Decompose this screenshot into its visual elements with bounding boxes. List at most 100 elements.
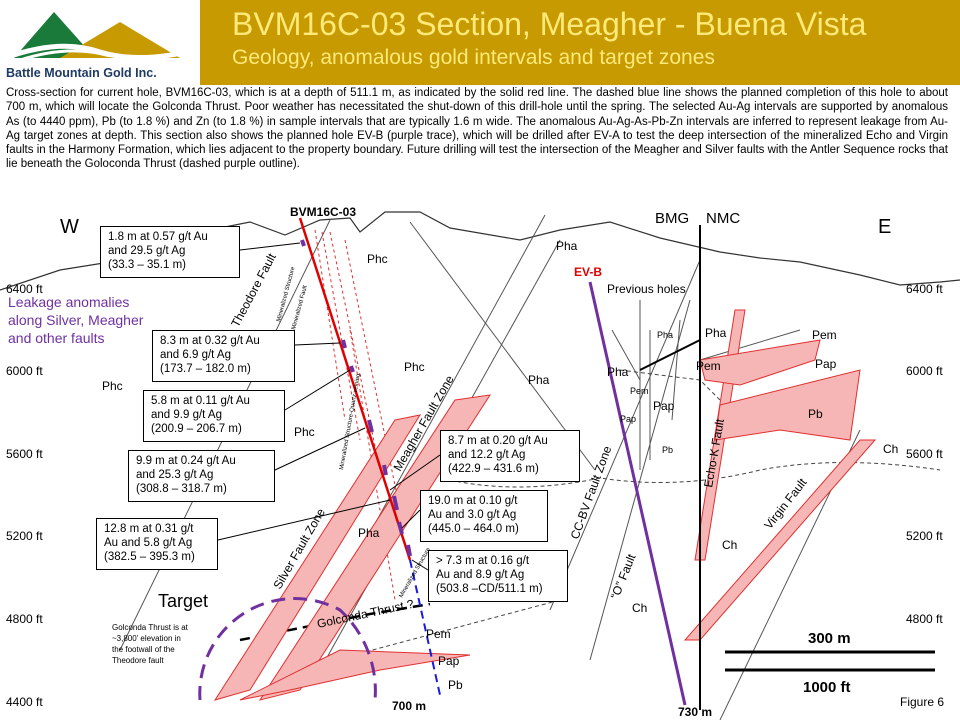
callout-7-line-3: (445.0 – 464.0 m) — [428, 523, 519, 535]
callout-interval-2: 8.3 m at 0.32 g/t Au and 6.9 g/t Ag (173… — [152, 330, 295, 382]
golconda-note-3: the footwall of the — [112, 645, 175, 654]
header: Battle Mountain Gold Inc. BVM16C-03 Sect… — [0, 0, 960, 85]
figure-label: Figure 6 — [900, 695, 944, 709]
unit-pem-small: Pem — [630, 386, 649, 396]
mineral-structure-2: Mineralized Fault — [291, 285, 309, 331]
unit-phc-inner: Phc — [404, 360, 425, 374]
unit-pb-low: Pb — [448, 678, 463, 692]
callout-3-line-1: 5.8 m at 0.11 g/t Au — [151, 395, 250, 407]
o-fault-label: “O” Fault — [608, 551, 639, 601]
unit-ch-low: Ch — [632, 601, 647, 615]
evb-hole-trace — [588, 281, 687, 706]
unit-ch-right: Ch — [883, 442, 898, 456]
elev-right-6400: 6400 ft — [906, 282, 943, 296]
callout-6-line-2: and 12.2 g/t Ag — [448, 449, 526, 461]
callout-interval-6: 8.7 m at 0.20 g/t Au and 12.2 g/t Ag (42… — [440, 430, 580, 482]
pap-zone — [699, 339, 821, 386]
silver-fault-zone — [213, 414, 422, 701]
elev-right-6000: 6000 ft — [906, 364, 943, 378]
evb-label: EV-B — [574, 265, 602, 279]
callout-4-line-1: 9.9 m at 0.24 g/t Au — [136, 455, 236, 467]
unit-pap-right: Pap — [815, 357, 837, 371]
scale-m-label: 300 m — [808, 630, 851, 647]
bvm16c-03-hole-trace — [298, 217, 412, 561]
mountain-logo-icon — [4, 12, 196, 62]
callout-8-line-2: Au and 8.9 g/t Ag — [436, 569, 525, 581]
callout-interval-4: 9.9 m at 0.24 g/t Au and 25.3 g/t Ag (30… — [128, 450, 275, 502]
logo: Battle Mountain Gold Inc. — [0, 0, 200, 85]
target-label: Target — [158, 591, 208, 611]
interval-markers — [300, 239, 412, 557]
unit-pha-low: Pha — [358, 526, 380, 540]
nmc-label: NMC — [706, 210, 740, 227]
unit-phc-top: Phc — [367, 252, 388, 266]
planned-completion-line — [409, 559, 441, 696]
elev-left-5200: 5200 ft — [6, 529, 43, 543]
contact-bold — [639, 339, 701, 371]
bmg-label: BMG — [655, 210, 689, 227]
callout-1-line-2: and 29.5 g/t Ag — [108, 245, 186, 257]
target-outline — [198, 597, 377, 701]
callout-4-line-3: (308.8 – 318.7 m) — [136, 483, 227, 495]
elev-left-4400: 4400 ft — [6, 695, 43, 709]
unit-pb-right: Pb — [808, 407, 823, 421]
hole-label: BVM16C-03 — [290, 205, 356, 219]
callout-3-line-3: (200.9 – 206.7 m) — [151, 423, 242, 435]
elev-right-4800: 4800 ft — [906, 612, 943, 626]
unit-phc-left: Phc — [102, 379, 123, 393]
leakage-line-3: and other faults — [8, 330, 105, 346]
meagher-fault-zone — [258, 394, 492, 701]
unit-pha-small: Pha — [657, 330, 673, 340]
leakage-line-1: Leakage anomalies — [8, 294, 129, 310]
pb-zone — [714, 369, 861, 441]
callout-4-line-2: and 25.3 g/t Ag — [136, 469, 214, 481]
elev-left-6400: 6400 ft — [6, 282, 43, 296]
company-name: Battle Mountain Gold Inc. — [6, 66, 157, 80]
depth-700-label: 700 m — [392, 699, 426, 713]
callout-2-line-1: 8.3 m at 0.32 g/t Au — [160, 335, 260, 347]
elev-left-6000: 6000 ft — [6, 364, 43, 378]
callout-interval-3: 5.8 m at 0.11 g/t Au and 9.9 g/t Ag (200… — [143, 390, 285, 442]
leakage-line-2: along Silver, Meagher — [8, 312, 144, 328]
unit-phc-mid: Phc — [294, 425, 315, 439]
page-subtitle: Geology, anomalous gold intervals and ta… — [232, 46, 715, 69]
callout-leaders — [217, 242, 441, 571]
unit-ch-mid: Ch — [722, 538, 737, 552]
scale-ft-label: 1000 ft — [803, 679, 851, 696]
elev-left-5600: 5600 ft — [6, 447, 43, 461]
golconda-note-4: Theodore fault — [112, 656, 164, 665]
unit-pb-small: Pb — [662, 445, 673, 455]
previous-holes-label: Previous holes — [607, 282, 686, 296]
callout-interval-7: 19.0 m at 0.10 g/t Au and 3.0 g/t Ag (44… — [420, 490, 548, 542]
callout-8-line-1: > 7.3 m at 0.16 g/t — [436, 555, 530, 567]
callout-1-line-1: 1.8 m at 0.57 g/t Au — [108, 231, 208, 243]
unit-pap-mid: Pap — [653, 399, 675, 413]
callout-7-line-1: 19.0 m at 0.10 g/t — [428, 495, 518, 507]
title-band: BVM16C-03 Section, Meagher - Buena Vista… — [200, 0, 960, 85]
page-title: BVM16C-03 Section, Meagher - Buena Vista — [232, 6, 867, 42]
unit-pem-low: Pem — [426, 627, 451, 641]
elev-right-5600: 5600 ft — [906, 447, 943, 461]
callout-2-line-3: (173.7 – 182.0 m) — [160, 363, 251, 375]
callout-5-line-1: 12.8 m at 0.31 g/t — [104, 523, 194, 535]
golconda-lower-zone — [239, 649, 471, 701]
unit-pem-mid: Pem — [696, 359, 721, 373]
unit-pha-mid: Pha — [528, 373, 550, 387]
unit-pap-small: Pap — [620, 414, 636, 424]
callout-2-line-2: and 6.9 g/t Ag — [160, 349, 231, 361]
callout-interval-1: 1.8 m at 0.57 g/t Au and 29.5 g/t Ag (33… — [100, 226, 240, 278]
golconda-note-2: ~3,800’ elevation in — [112, 634, 181, 643]
east-label: E — [878, 216, 891, 238]
callout-6-line-1: 8.7 m at 0.20 g/t Au — [448, 435, 548, 447]
callout-8-line-3: (503.8 –CD/511.1 m) — [436, 583, 543, 595]
callout-6-line-3: (422.9 – 431.6 m) — [448, 463, 539, 475]
unit-pha-top: Pha — [556, 239, 578, 253]
elev-right-5200: 5200 ft — [906, 529, 943, 543]
west-label: W — [60, 216, 79, 238]
unit-pem-right: Pem — [812, 328, 837, 342]
description-text: Cross-section for current hole, BVM16C-0… — [6, 87, 948, 171]
callout-3-line-2: and 9.9 g/t Ag — [151, 409, 222, 421]
callout-interval-5: 12.8 m at 0.31 g/t Au and 5.8 g/t Ag (38… — [96, 518, 218, 570]
mineralized-zones — [213, 309, 877, 701]
elev-left-4800: 4800 ft — [6, 612, 43, 626]
